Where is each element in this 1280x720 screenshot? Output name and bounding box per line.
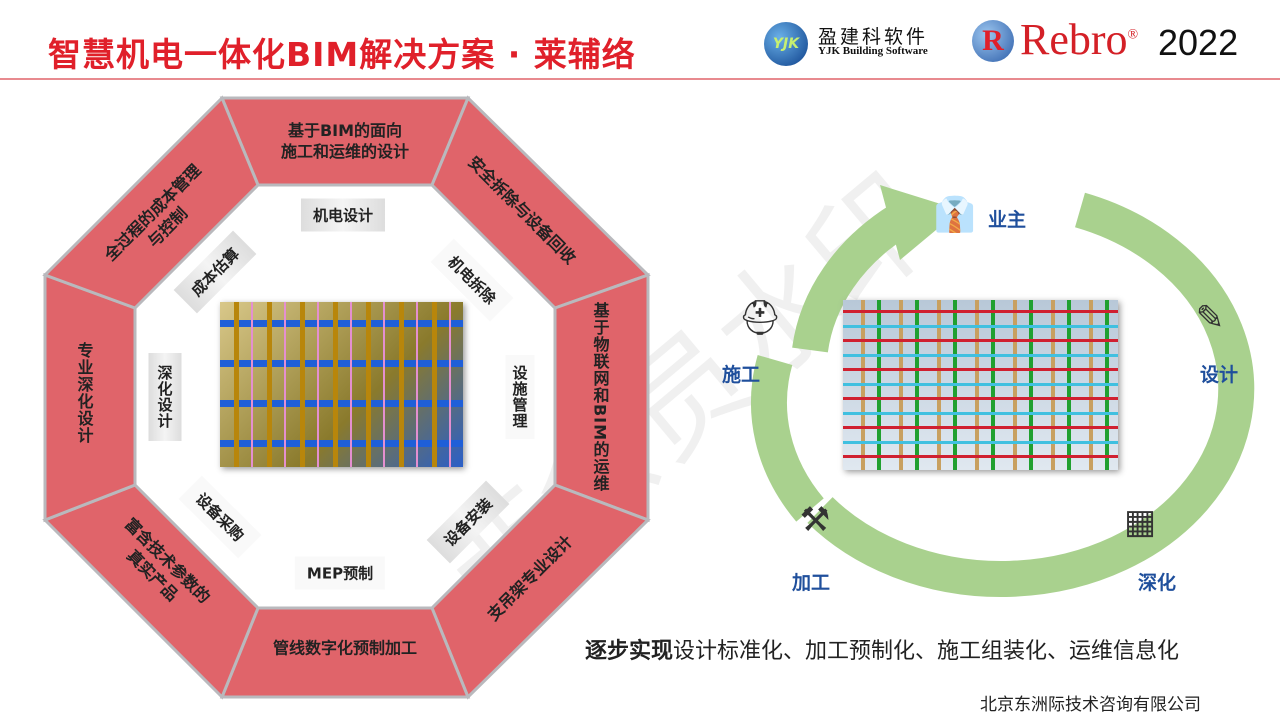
octagon-diagram [42, 95, 651, 700]
slogan: 逐步实现设计标准化、加工预制化、施工组装化、运维信息化 [585, 633, 1179, 665]
outer-label: 基于BIM的面向 施工和运维的设计 [280, 121, 410, 161]
construction-person-icon: ⛑ [738, 298, 782, 338]
role-owner: 业主 [988, 209, 1027, 231]
fabrication-person-icon: ⚒ [799, 500, 831, 540]
inner-label: MEP预制 [294, 556, 386, 590]
outer-label: 基于物联网和BIM的运维 [590, 301, 610, 493]
designer-person-icon: ✎ [1195, 298, 1225, 338]
role-detailing: 深化 [1138, 572, 1177, 594]
inner-label: 机电设计 [300, 198, 386, 232]
segment-top-left [42, 95, 260, 310]
rebro-wordmark: Rebro® [1020, 14, 1138, 65]
yjk-english-name: YJK Building Software [818, 45, 928, 57]
role-design: 设计 [1200, 364, 1239, 386]
arrow-head-left [880, 185, 960, 260]
mep-model-image [220, 302, 463, 467]
role-construction: 施工 [722, 364, 761, 386]
slogan-text: 设计标准化、加工预制化、施工组装化、运维信息化 [673, 639, 1180, 664]
ring-arc-right [807, 192, 1255, 597]
company-footer: 北京东洲际技术咨询有限公司 [980, 695, 1201, 715]
rebro-text: Rebro [1020, 15, 1128, 64]
owner-person-icon: 👔 [933, 195, 977, 235]
pipe-model-image [843, 300, 1118, 470]
role-fabrication: 加工 [792, 572, 831, 594]
yjk-name: 盈建科软件 [818, 26, 929, 48]
slogan-bold: 逐步实现 [585, 639, 674, 664]
registered-mark: ® [1127, 27, 1139, 43]
yjk-logo: YJK [764, 22, 808, 66]
year: 2022 [1158, 22, 1239, 63]
outer-label: 管线数字化预制加工 [272, 638, 418, 658]
slide-title: 智慧机电一体化BIM解决方案 · 莱辅络 [48, 35, 636, 74]
header-divider [0, 78, 1280, 80]
outer-label: 专业深化设计 [74, 342, 94, 444]
inner-label: 设施管理 [505, 355, 535, 439]
cycle-ring [751, 185, 1255, 597]
rebro-logo: R [972, 20, 1014, 62]
detailing-person-icon: ▦ [1123, 502, 1157, 542]
inner-label: 深化设计 [148, 353, 182, 441]
ring-arc-lower [751, 355, 824, 522]
ring-arc-left [792, 204, 910, 353]
